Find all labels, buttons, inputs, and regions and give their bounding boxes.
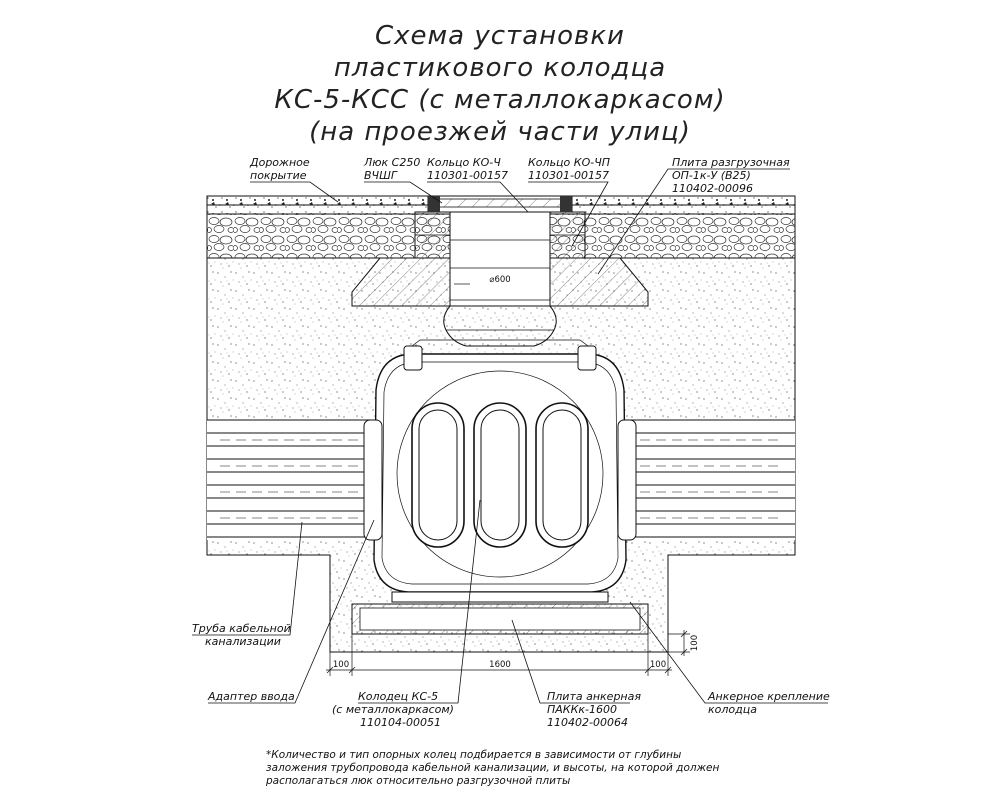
relief-plate-label-line-2: ОП-1к-У (В25) [672,169,751,182]
dim-right-gap: 100 [650,660,666,670]
neck-diameter-label: ⌀600 [489,275,510,285]
relief-plate [351,257,649,307]
dim-left-gap: 100 [333,660,349,670]
label-adapter: Адаптер ввода [207,519,375,704]
anchor-plate-label-line-3: 110402-00064 [547,716,628,729]
ring-k0chp-label-line-1: Кольцо КО-ЧП [528,156,610,169]
pipe-label-line-1: Труба кабельной [192,622,291,635]
road-label-line-2: покрытие [250,169,307,182]
ring-k0ch-label-line-2: 110301-00157 [427,169,508,182]
anchor-plate-label-line-2: ПАККк-1600 [547,703,617,716]
label-road: Дорожное покрытие [249,156,339,203]
title-line-1: Схема установки [375,21,625,51]
label-hatch: Люк С250 ВЧШГ [363,156,443,204]
ring-k0ch-label-line-1: Кольцо КО-Ч [427,156,501,169]
footnote-line-2: заложения трубопровода кабельной канализ… [266,762,719,774]
anchor-fix-label-line-2: колодца [708,703,757,716]
well-label-line-3: 110104-00051 [360,716,441,729]
dimension-lines: 100 1600 100 100 [326,630,700,676]
footnote-line-1: *Количество и тип опорных колец подбирае… [266,749,681,761]
well-neck: ⌀600 [443,211,557,347]
title-line-2: пластикового колодца [334,53,666,83]
well-label-line-1: Колодец КС-5 [358,690,438,703]
label-anchor-plate: Плита анкерная ПАККк-1600 110402-00064 [511,619,641,729]
cable-pipes-left [207,419,385,540]
cable-pipes-right [615,419,795,540]
relief-plate-label-line-3: 110402-00096 [672,182,753,195]
anchor-plate [351,603,649,635]
label-relief-plate: Плита разгрузочная ОП-1к-У (В25) 110402-… [597,156,790,275]
title-line-4: (на проезжей части улиц) [309,117,691,147]
anchor-plate-label-line-1: Плита анкерная [547,690,641,703]
anchor-fix-label-line-1: Анкерное крепление [707,690,830,703]
footnote: *Количество и тип опорных колец подбирае… [265,749,719,787]
footnote-line-3: располагаться люк относительно разгрузоч… [265,775,570,787]
hatch-label-line-2: ВЧШГ [364,169,398,182]
label-well: Колодец КС-5 (с металлокаркасом) 110104-… [332,499,481,729]
pipe-label-line-2: канализации [205,635,281,648]
dim-plate-height: 100 [690,635,700,651]
road-label-line-1: Дорожное [249,156,310,169]
relief-plate-label-line-1: Плита разгрузочная [672,156,790,169]
label-ring-k0ch: Кольцо КО-Ч 110301-00157 [427,156,529,213]
well-body [363,339,637,603]
adapter-label-line-1: Адаптер ввода [207,690,295,703]
dim-base-width: 1600 [489,660,511,670]
hatch-label-line-1: Люк С250 [363,156,420,169]
label-ring-k0chp: Кольцо КО-ЧП 110301-00157 [528,156,610,247]
manhole-hatch [427,195,573,213]
well-label-line-2: (с металлокаркасом) [332,703,454,716]
title-line-3: КС-5-КСС (с металлокаркасом) [274,85,725,115]
label-anchor-fix: Анкерное крепление колодца [629,601,830,716]
ring-k0chp-label-line-2: 110301-00157 [528,169,609,182]
label-pipe: Труба кабельной канализации [192,521,303,648]
diagram-title: Схема установки пластикового колодца КС-… [274,21,725,147]
